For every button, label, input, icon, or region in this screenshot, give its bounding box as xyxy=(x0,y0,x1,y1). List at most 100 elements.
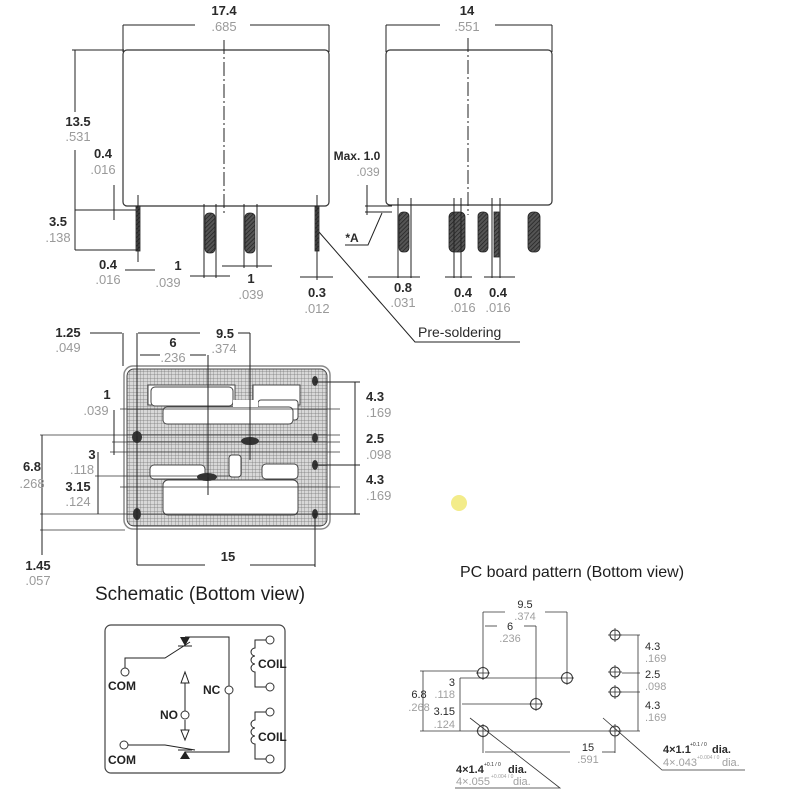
side-pin xyxy=(398,211,410,253)
pcb-hole-small-in: 4×.043 xyxy=(663,757,697,769)
pcb-hole-large-mm: 4×1.4 xyxy=(456,764,485,776)
pcb-r43b-mm: 4.3 xyxy=(645,700,660,712)
schematic-frame xyxy=(104,624,286,774)
pcb-hole-large-tol-in: +0.004 / 0 xyxy=(491,774,514,780)
bottom-r25-mm: 2.5 xyxy=(366,431,384,446)
pcb-d3-mm: 3 xyxy=(449,677,455,689)
bottom-d15-mm: 15 xyxy=(221,549,235,564)
bottom-d68-in: .268 xyxy=(19,476,44,491)
bottom-d68-mm: 6.8 xyxy=(23,459,41,474)
pcb-d95-mm: 9.5 xyxy=(517,599,532,611)
bottom-d3-mm: 3 xyxy=(88,447,95,462)
front-pin-edge-mm: 0.3 xyxy=(308,285,326,300)
side-pin-w-mm: 0.8 xyxy=(394,280,412,295)
pcb-hole-small-dia: dia. xyxy=(712,744,731,756)
side-pin-a-in: .016 xyxy=(450,300,475,315)
pcb-d6-mm: 6 xyxy=(507,621,513,633)
pcb-d6-in: .236 xyxy=(499,633,520,645)
com-top-label: COM xyxy=(108,679,136,693)
pcb-hole-small-mm: 4×1.1 xyxy=(663,744,691,756)
bottom-d145-in: .057 xyxy=(25,573,50,588)
bottom-d145-mm: 1.45 xyxy=(25,558,50,573)
side-width-in: .551 xyxy=(454,19,479,34)
pcb-d68-in: .268 xyxy=(408,702,429,714)
pcb-small-hole-callout: 4×1.1 +0.1 / 0 dia. 4×.043 +0.004 / 0 di… xyxy=(663,742,740,769)
pcb-r43b-in: .169 xyxy=(645,712,666,724)
front-standoff-in: .016 xyxy=(90,162,115,177)
side-pin-w-in: .031 xyxy=(390,295,415,310)
front-pin-width1-in: .039 xyxy=(155,275,180,290)
front-pin-edge-in: .012 xyxy=(304,301,329,316)
bottom-d1-mm: 1 xyxy=(103,387,110,402)
pcb-hole-large xyxy=(529,697,543,711)
pcb-d68-mm: 6.8 xyxy=(411,689,426,701)
pcb-hole-large-in: 4×.055 xyxy=(456,776,490,788)
bottom-view: 1.25 .049 6 .236 9.5 .374 1 .039 3 .118 … xyxy=(19,325,391,588)
side-max-mm: Max. 1.0 xyxy=(334,149,381,163)
no-label: NO xyxy=(160,708,178,722)
pcb-hole-large-tol-mm: +0.1 / 0 xyxy=(484,762,501,768)
com-bottom-label: COM xyxy=(108,753,136,767)
front-width-mm: 17.4 xyxy=(211,3,237,18)
front-height-mm: 13.5 xyxy=(65,114,90,129)
pcb-hole-large-dia-in: dia. xyxy=(513,776,531,788)
coil-bottom-label: COIL xyxy=(258,730,287,744)
pcb-r25-in: .098 xyxy=(645,681,666,693)
pcb-hole-large xyxy=(476,724,490,738)
relay-body-front xyxy=(122,49,330,207)
pcb-hole-small-tol-in: +0.004 / 0 xyxy=(697,755,720,761)
side-pin xyxy=(477,211,489,253)
side-width-mm: 14 xyxy=(460,3,475,18)
pcb-title: PC board pattern (Bottom view) xyxy=(460,564,684,581)
side-max-in: .039 xyxy=(356,165,380,179)
bottom-d315-in: .124 xyxy=(65,494,90,509)
bottom-r43a-mm: 4.3 xyxy=(366,389,384,404)
front-pin-width2-mm: 1 xyxy=(247,271,254,286)
pcb-hole-large xyxy=(476,666,490,680)
bottom-d95-in: .374 xyxy=(211,341,236,356)
front-pin xyxy=(244,212,256,254)
bottom-r43a-in: .169 xyxy=(366,405,391,420)
front-pin-thick-mm: 0.4 xyxy=(99,257,118,272)
bottom-edge-mm: 1.25 xyxy=(55,325,80,340)
bottom-r43b-in: .169 xyxy=(366,488,391,503)
front-pin xyxy=(204,212,216,254)
side-pin-b-mm: 0.4 xyxy=(489,285,508,300)
front-width-in: .685 xyxy=(211,19,236,34)
pcb-d315-mm: 3.15 xyxy=(434,706,455,718)
side-pin-a-mm: 0.4 xyxy=(454,285,473,300)
pcb-d3-in: .118 xyxy=(434,689,455,701)
pcb-d315-in: .124 xyxy=(434,719,455,731)
pcb-hole-small-tol-mm: +0.1 / 0 xyxy=(690,742,707,748)
pcb-d15-in: .591 xyxy=(577,754,598,766)
pcb-large-hole-callout: 4×1.4 +0.1 / 0 dia. 4×.055 +0.004 / 0 di… xyxy=(456,762,531,788)
pcb-r43a-in: .169 xyxy=(645,653,666,665)
pcb-r43a-mm: 4.3 xyxy=(645,641,660,653)
bottom-d3-in: .118 xyxy=(70,462,94,477)
bottom-r25-in: .098 xyxy=(366,447,391,462)
pcb-d15-mm: 15 xyxy=(582,742,594,754)
bottom-d315-mm: 3.15 xyxy=(65,479,90,494)
side-pin xyxy=(448,211,466,253)
front-standoff-mm: 0.4 xyxy=(94,146,113,161)
side-pin xyxy=(493,211,500,258)
side-pin xyxy=(527,211,541,253)
front-pin-length-mm: 3.5 xyxy=(49,214,67,229)
pcb-r25-mm: 2.5 xyxy=(645,669,660,681)
schematic: Schematic (Bottom view) COM NC NO COM CO… xyxy=(95,584,305,774)
front-view: 17.4 .685 13.5 .531 0.4 .016 3.5 .138 0.… xyxy=(45,3,520,343)
front-pin-width2-in: .039 xyxy=(238,287,263,302)
pcb-hole-small xyxy=(608,685,622,699)
pcb-hole-large-dia: dia. xyxy=(508,764,527,776)
bottom-d1-in: .039 xyxy=(83,403,108,418)
bottom-edge-in: .049 xyxy=(55,340,80,355)
front-pin-width1-mm: 1 xyxy=(174,258,181,273)
bottom-d6-in: .236 xyxy=(160,350,185,365)
side-pin-b-in: .016 xyxy=(485,300,510,315)
front-pin-thick-in: .016 xyxy=(95,272,120,287)
schematic-title: Schematic (Bottom view) xyxy=(95,584,305,605)
side-view: 14 .551 Max. 1.0 .039 *A 0.8 .031 0.4 .0… xyxy=(334,3,553,340)
pre-soldering-leader xyxy=(318,231,520,343)
bottom-r43b-mm: 4.3 xyxy=(366,472,384,487)
pcb-d95-in: .374 xyxy=(514,611,535,623)
